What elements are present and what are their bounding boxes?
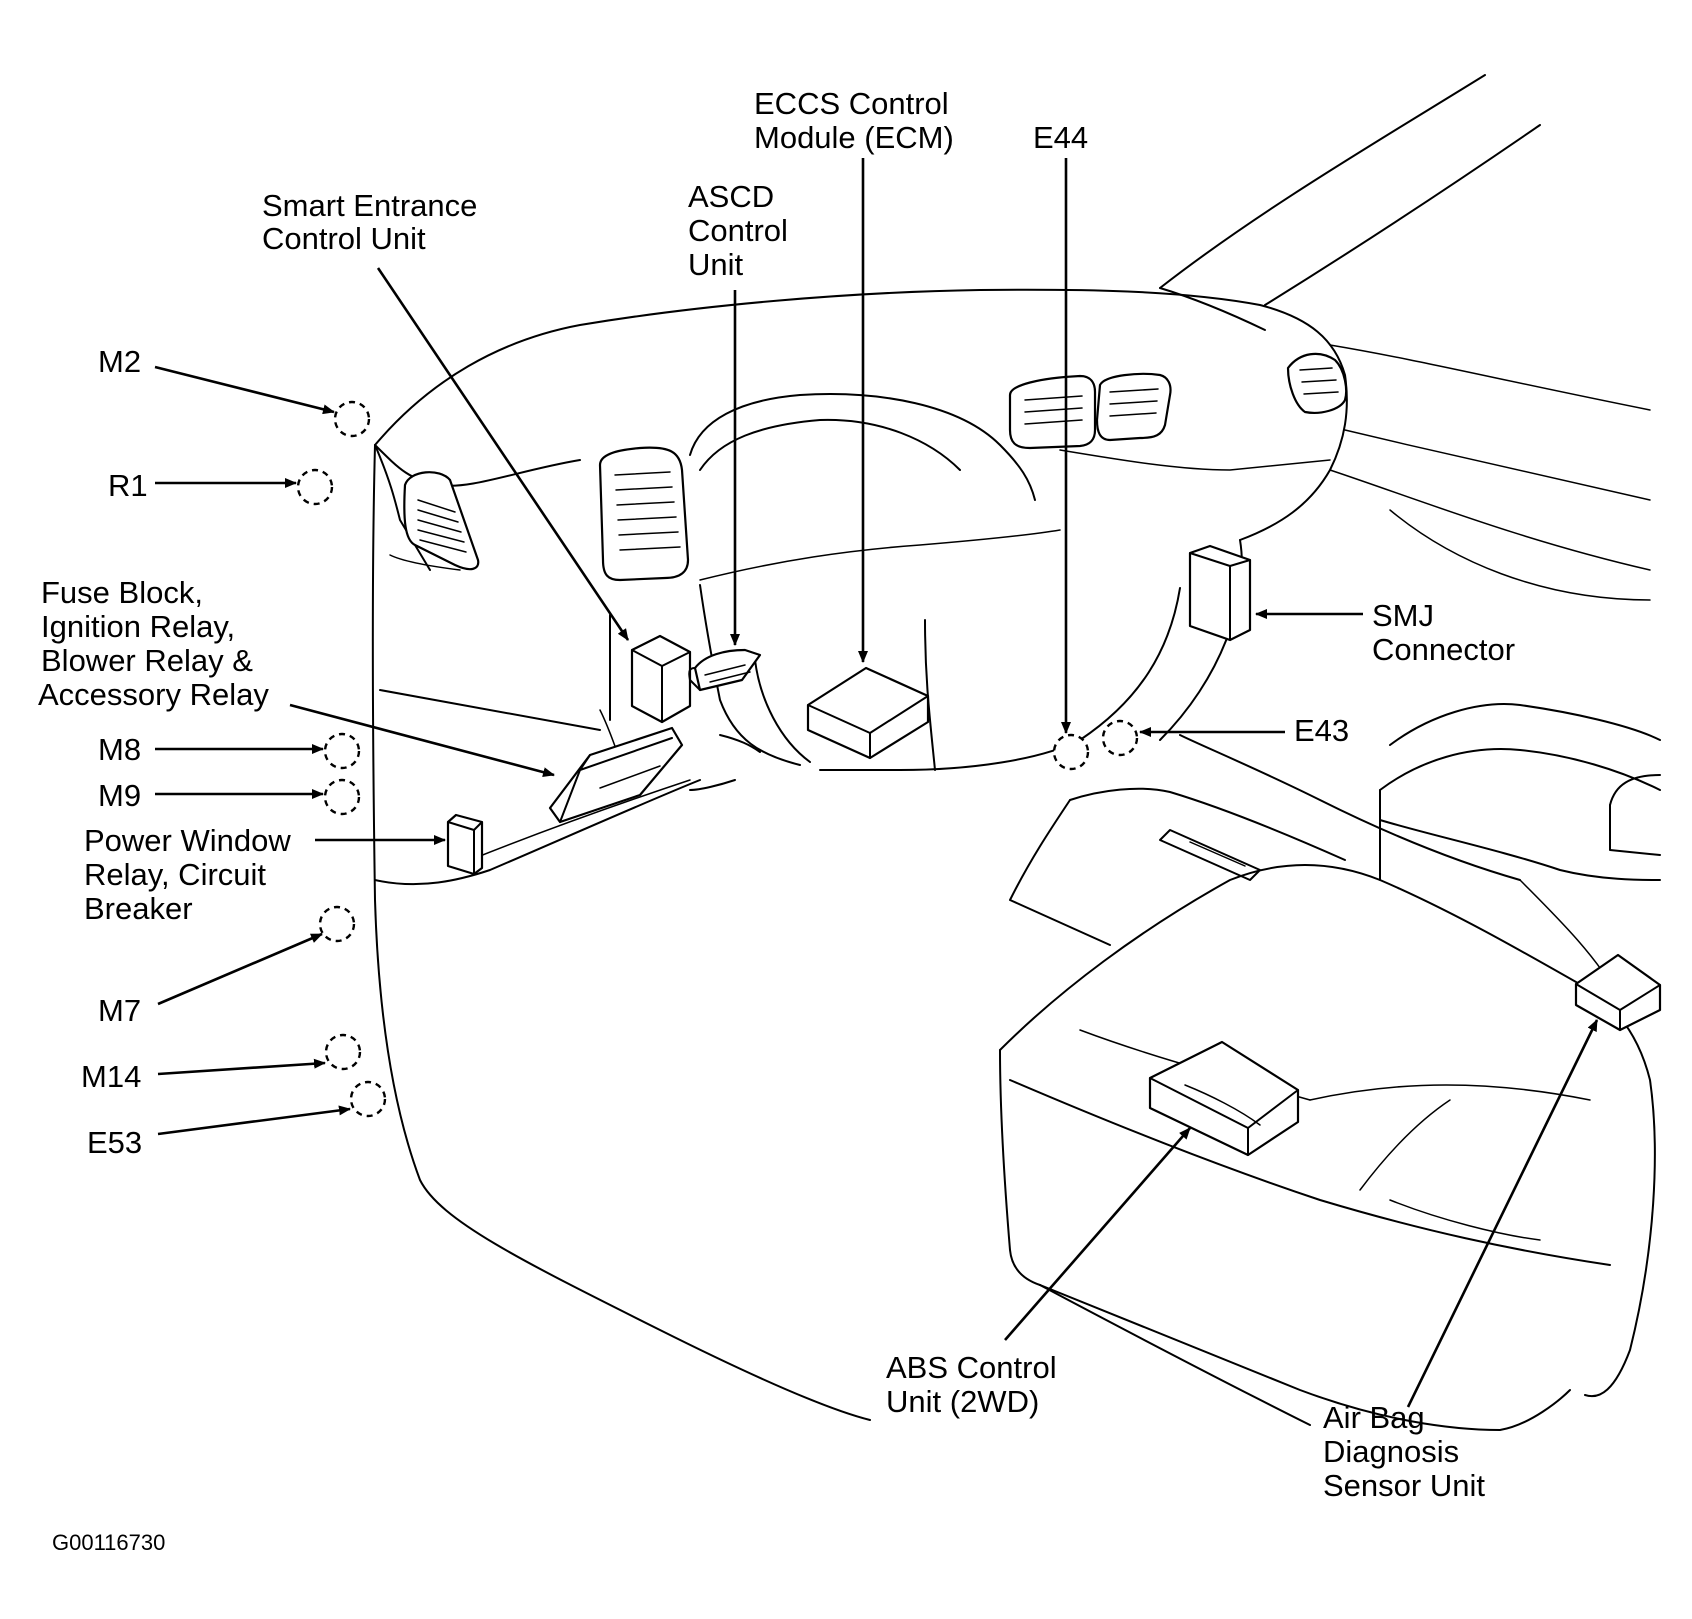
vehicle-interior-line-art <box>371 74 1661 1431</box>
connector-m2-circle <box>333 400 371 438</box>
arrow-e53 <box>157 1105 351 1136</box>
arrow-m2 <box>154 365 335 415</box>
arrow-m7 <box>157 932 323 1006</box>
label-e44: E44 <box>1033 120 1088 155</box>
label-e53: E53 <box>87 1125 142 1160</box>
smart-entrance-unit-box <box>630 634 692 724</box>
connector-m14-circle <box>324 1033 362 1071</box>
arrow-m14 <box>157 1058 326 1076</box>
components <box>446 544 1662 1157</box>
arrow-smart-entrance <box>376 267 630 641</box>
connector-m9-circle <box>323 778 361 816</box>
leader-arrows <box>154 158 1599 1408</box>
callout-labels: Smart Entrance Control Unit ASCD Control… <box>38 86 1515 1555</box>
label-m2: M2 <box>98 344 141 379</box>
connector-e53-circle <box>349 1080 387 1118</box>
label-m9: M9 <box>98 778 141 813</box>
label-power-window: Power Window Relay, Circuit Breaker <box>84 823 299 926</box>
arrow-fuse-block <box>289 703 555 778</box>
abs-control-unit-box <box>1148 1040 1300 1157</box>
connector-e44-circle <box>1052 733 1090 771</box>
connector-e43-circle <box>1101 719 1139 757</box>
label-e43: E43 <box>1294 713 1349 748</box>
label-airbag: Air Bag Diagnosis Sensor Unit <box>1323 1400 1485 1503</box>
smj-connector-box <box>1188 544 1252 642</box>
connector-m8-circle <box>323 732 361 770</box>
label-eccs: ECCS Control Module (ECM) <box>754 86 957 155</box>
label-smj: SMJ Connector <box>1372 598 1515 667</box>
arrow-abs <box>1004 1127 1191 1341</box>
label-m14: M14 <box>81 1059 141 1094</box>
label-smart-entrance: Smart Entrance Control Unit <box>262 188 486 256</box>
label-m7: M7 <box>98 993 141 1028</box>
figure-code: G00116730 <box>52 1530 165 1555</box>
ascd-unit-box <box>688 648 762 692</box>
label-abs: ABS Control Unit (2WD) <box>886 1350 1065 1419</box>
connector-m7-circle <box>318 905 356 943</box>
arrow-airbag <box>1406 1019 1599 1408</box>
label-r1: R1 <box>108 468 148 503</box>
connector-r1-circle <box>296 468 334 506</box>
label-m8: M8 <box>98 732 141 767</box>
fuse-block-box <box>548 726 684 824</box>
label-ascd: ASCD Control Unit <box>688 179 797 282</box>
power-window-relay-box <box>446 813 484 876</box>
connector-markers <box>296 400 1139 1118</box>
airbag-sensor-unit-box <box>1574 953 1662 1032</box>
label-fuse-block: Fuse Block, Ignition Relay, Blower Relay… <box>38 575 269 712</box>
ecm-box <box>806 666 930 760</box>
